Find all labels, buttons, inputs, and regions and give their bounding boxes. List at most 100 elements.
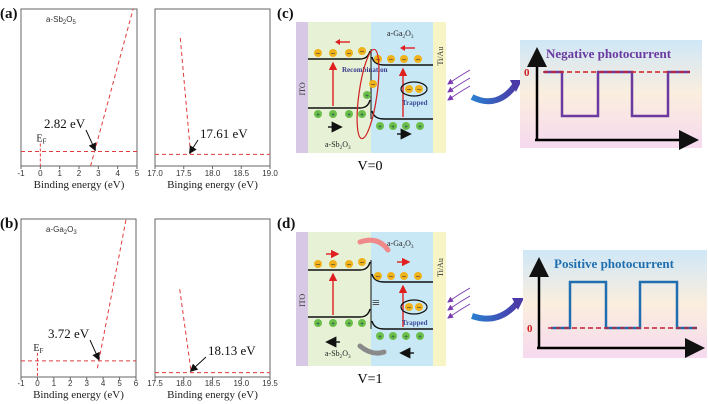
annotation-arrow (89, 339, 100, 361)
x-tick-label: 2 (77, 169, 82, 178)
trap-ellipse (400, 81, 428, 97)
edge-fit-line (179, 289, 192, 373)
edge-fit-line (96, 218, 127, 369)
tiau-label: Ti/Au (436, 47, 445, 66)
electron-sign: − (316, 260, 321, 269)
x-tick-label: 1 (52, 379, 57, 388)
electron-sign: − (417, 303, 422, 312)
x-tick-label: 19.0 (262, 169, 278, 178)
formula-part: O (342, 349, 348, 358)
hole (358, 319, 366, 327)
hole-sign: + (391, 124, 395, 131)
hole (314, 110, 322, 118)
light-arrow (447, 85, 471, 101)
legend-part: O (67, 225, 73, 234)
x-tick-label: -1 (17, 169, 25, 178)
electron-sign: − (389, 272, 394, 281)
electron-sign: − (347, 260, 352, 269)
electron (374, 272, 382, 280)
equilibrium-symbol: ≡ (372, 296, 380, 311)
electron (414, 272, 422, 280)
voltage-label-d: V=1 (357, 372, 382, 387)
hole-sign: + (360, 321, 364, 328)
photocurrent-background (520, 40, 702, 148)
hole-sign: + (316, 112, 320, 119)
light-arrow (447, 287, 471, 303)
transition-arrow-d (471, 300, 521, 322)
electron (414, 55, 422, 63)
x-axis-label: Binding energy (eV) (167, 389, 258, 401)
hole-sign: + (360, 112, 364, 119)
hole-sign: + (404, 334, 408, 341)
x-tick-label: 18.0 (205, 169, 221, 178)
sb2o3-label: a-Sb2O3 (325, 349, 351, 360)
zero-label: 0 (524, 67, 530, 79)
ga2o3-label: a-Ga2O3 (387, 239, 414, 250)
electron-sign: − (402, 55, 407, 64)
x-tick-label: 0 (38, 169, 43, 178)
edge-value-annotation: 17.61 eV (200, 126, 248, 141)
electron-transfer-arrow (357, 237, 391, 253)
edge-value-annotation: 2.82 eV (44, 116, 86, 131)
hole-sign: + (418, 124, 422, 131)
electron (345, 260, 353, 268)
arrowhead (400, 45, 405, 51)
x-tick-label: 17.5 (147, 379, 163, 388)
zero-label: 0 (527, 323, 533, 335)
transition-arrowhead-c (510, 80, 522, 92)
electron (345, 49, 353, 57)
hole-sign: + (365, 93, 369, 100)
ef-main: E (33, 343, 39, 354)
light-arrow (447, 295, 471, 311)
hole-sign: + (391, 334, 395, 341)
x-tick-label: 17.5 (176, 169, 192, 178)
ito-label: ITO (298, 82, 307, 95)
valence-band-sb (308, 308, 371, 318)
sb2o3-label: a-Sb2O3 (325, 140, 351, 151)
formula-part: 2 (403, 34, 406, 40)
ito-label: ITO (298, 294, 307, 307)
hole (358, 110, 366, 118)
legend-part: 2 (64, 230, 68, 236)
panel-label-d: (d) (277, 216, 295, 232)
x-tick-label: 5 (135, 169, 140, 178)
hole (314, 319, 322, 327)
formula-part: O (405, 29, 411, 38)
hole (376, 332, 384, 340)
light-arrow (447, 69, 471, 85)
x-tick-label: 3 (96, 169, 101, 178)
formula-part: 2 (403, 244, 406, 250)
x-tick-label: 4 (115, 169, 120, 178)
electron-sign: − (417, 85, 422, 94)
ga2o3-region (371, 232, 433, 366)
hole-sign: + (418, 334, 422, 341)
formula-part: a-Ga (387, 239, 403, 248)
electron-sign: − (360, 258, 365, 267)
x-tick-label: -1 (17, 379, 25, 388)
valence-band-ga (371, 110, 433, 120)
ef-sub: F (42, 137, 46, 145)
formula-part: a-Ga (387, 29, 403, 38)
x-tick-label: 19.0 (233, 379, 249, 388)
trap-ellipse (400, 299, 428, 315)
hole-sign: + (404, 124, 408, 131)
legend-part: 3 (73, 230, 77, 236)
legend-part: O (66, 15, 72, 24)
formula-part: 3 (348, 145, 351, 151)
hole (416, 122, 424, 130)
x-tick-label: 18.5 (233, 169, 249, 178)
tiau-layer (433, 22, 446, 153)
formula-part: 2 (340, 145, 343, 151)
electron-sign: − (402, 272, 407, 281)
x-tick-label: 1 (57, 169, 62, 178)
electron (314, 260, 322, 268)
x-tick-label: 5 (117, 379, 122, 388)
ito-layer (296, 22, 308, 153)
valence-band-ga (371, 320, 433, 330)
electron (358, 47, 366, 55)
negative-photocurrent-panel: Negative photocurrent 0 (520, 40, 702, 150)
plot-frame (154, 8, 271, 167)
edge-value-annotation: 3.72 eV (48, 326, 90, 341)
